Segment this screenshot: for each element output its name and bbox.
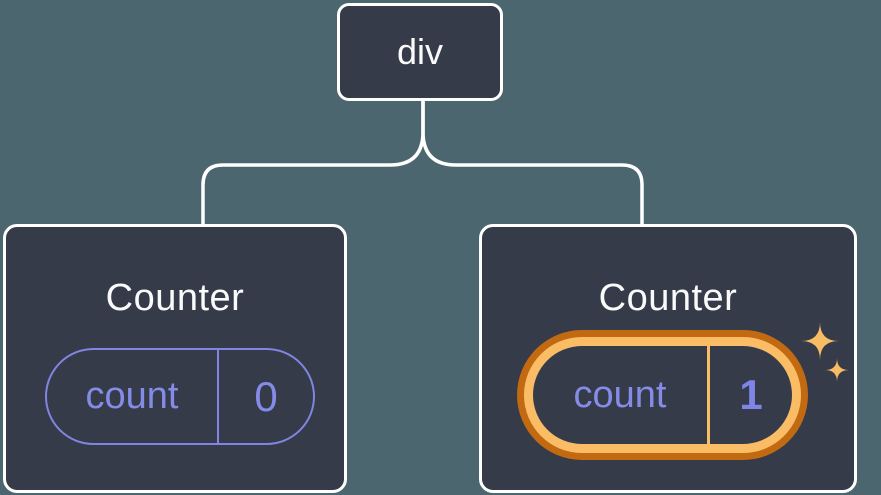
state-pill-highlight-ring: count 1 bbox=[517, 330, 808, 460]
state-value: 0 bbox=[254, 372, 278, 420]
counter-card-right: Counter count 1 bbox=[479, 224, 857, 493]
sparkle-small-icon bbox=[825, 358, 849, 382]
state-pill-right: count 1 bbox=[533, 346, 792, 444]
state-key-cell: count bbox=[533, 346, 710, 444]
state-value-cell: 1 bbox=[710, 346, 792, 444]
root-node-label: div bbox=[396, 31, 444, 72]
counter-title: Counter bbox=[105, 277, 245, 319]
state-value: 1 bbox=[739, 371, 763, 418]
state-key-label: count bbox=[85, 375, 179, 417]
state-pill-highlight-band: count 1 bbox=[524, 337, 801, 453]
root-node-div: div bbox=[337, 3, 503, 101]
state-key-label: count bbox=[573, 373, 667, 416]
state-pill-left: count 0 bbox=[45, 348, 315, 445]
connector-left-branch bbox=[201, 99, 425, 228]
state-key-cell: count bbox=[47, 350, 219, 443]
sparkle-large-icon bbox=[801, 322, 839, 360]
counter-card-left: Counter count 0 bbox=[3, 224, 347, 493]
connector-right-branch bbox=[421, 99, 644, 228]
state-value-cell: 0 bbox=[219, 350, 313, 443]
sparkles-icon bbox=[801, 322, 849, 382]
counter-title: Counter bbox=[598, 277, 738, 319]
